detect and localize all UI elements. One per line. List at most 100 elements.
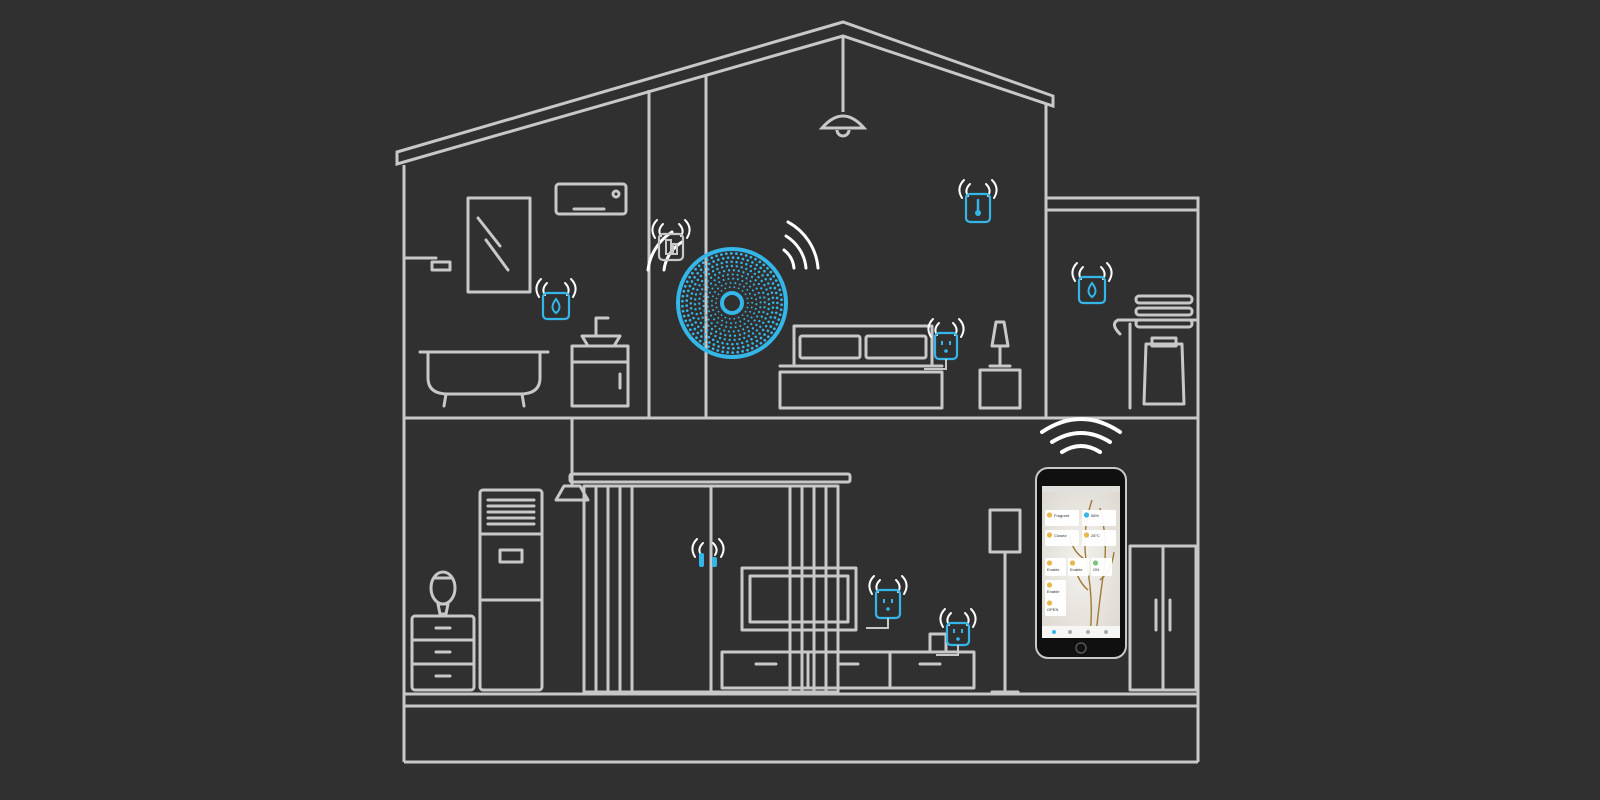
hub-dot xyxy=(749,255,753,259)
hub-dot xyxy=(714,334,717,338)
hub-dot xyxy=(755,323,758,327)
hub-dot xyxy=(747,334,750,338)
hub-dot xyxy=(755,303,758,306)
hub-dot xyxy=(753,319,756,322)
hub-dot xyxy=(759,336,763,340)
hub-dot xyxy=(749,269,752,273)
hub-dot xyxy=(737,287,740,290)
hub-dot xyxy=(743,322,746,325)
hub-dot xyxy=(735,252,738,255)
hub-dot xyxy=(691,332,695,336)
tab-home-icon[interactable] xyxy=(1052,630,1056,634)
smart-plug-icon[interactable] xyxy=(924,318,965,370)
tab-automation-icon[interactable] xyxy=(1068,630,1072,634)
hub-dot xyxy=(707,318,710,321)
refrigerator xyxy=(1128,544,1198,692)
hub-dot xyxy=(758,310,761,314)
phone-device-card[interactable]: OPEN xyxy=(1045,598,1066,616)
water-leak-sensor-icon[interactable] xyxy=(1071,262,1113,305)
hub-dot xyxy=(758,332,761,335)
hub-dot xyxy=(707,335,711,339)
shower-head xyxy=(402,256,452,272)
hub-dot xyxy=(747,319,750,323)
phone-device-card[interactable]: Fragrant xyxy=(1045,510,1079,526)
hub-dot xyxy=(729,326,732,329)
hub-dot xyxy=(746,259,750,262)
hub-dot xyxy=(757,282,760,286)
hub-dot xyxy=(718,281,721,284)
hub-dot xyxy=(740,266,743,269)
door-window-sensor-icon[interactable] xyxy=(691,538,725,567)
plug-icon xyxy=(1092,560,1099,566)
hub-dot xyxy=(720,261,724,265)
hub-dot xyxy=(699,268,703,272)
hub-dot xyxy=(694,267,697,271)
standing-ac xyxy=(478,488,544,692)
phone-device-card[interactable]: ON xyxy=(1091,558,1112,576)
hub-dot xyxy=(698,339,702,343)
phone-device-card[interactable]: Enable xyxy=(1045,558,1066,576)
hub-dot xyxy=(697,317,700,320)
hub-dot xyxy=(688,318,692,322)
hub-dot xyxy=(686,289,690,293)
hub-dot xyxy=(685,309,689,312)
hub-dot xyxy=(696,288,699,291)
hub-dot xyxy=(742,328,745,331)
hub-dot xyxy=(694,293,698,296)
hub-dot xyxy=(738,338,741,341)
hub-dot xyxy=(741,350,744,353)
hub-dot xyxy=(731,256,735,259)
hub-dot xyxy=(733,334,737,337)
hub-dot xyxy=(693,327,697,331)
signal-waves xyxy=(868,575,908,595)
hub-dot xyxy=(727,277,730,280)
hub-dot xyxy=(720,284,723,287)
hub-dot xyxy=(740,341,744,345)
phone-home-button[interactable] xyxy=(1075,642,1087,654)
tab-store-icon[interactable] xyxy=(1086,630,1090,634)
tab-profile-icon[interactable] xyxy=(1104,630,1108,634)
hub-dot xyxy=(759,266,763,270)
hub-dot xyxy=(687,314,690,317)
phone-device-card[interactable]: Closed xyxy=(1045,530,1079,546)
hub-dot xyxy=(763,338,767,342)
hub-dot xyxy=(736,278,739,281)
hub-dot xyxy=(741,279,744,282)
hub-dot xyxy=(703,309,706,312)
temperature-humidity-sensor-icon[interactable] xyxy=(958,179,998,224)
signal-waves xyxy=(691,538,725,558)
hub-dot xyxy=(713,273,717,277)
ceiling-lamp-shade xyxy=(818,114,868,130)
phone-device-card[interactable]: Enable xyxy=(1068,558,1089,576)
hub-dot xyxy=(757,291,760,295)
hub-dot xyxy=(745,340,749,343)
hub-dot xyxy=(721,319,724,322)
phone-device-card[interactable]: 28°C xyxy=(1082,530,1116,546)
hub-dot xyxy=(707,324,710,327)
hub-dot xyxy=(751,327,755,330)
hub-dot xyxy=(762,321,765,324)
hub-dot xyxy=(712,343,716,346)
door-window-sensor-icon[interactable] xyxy=(651,219,691,262)
hub-dot xyxy=(725,325,728,328)
smart-plug-icon[interactable] xyxy=(936,608,977,656)
hub-dot xyxy=(763,296,766,299)
zigbee-hub-icon[interactable] xyxy=(676,247,788,359)
phone-device-card[interactable]: 58% xyxy=(1082,510,1116,526)
hub-dot xyxy=(715,254,718,258)
hub-dot xyxy=(733,317,736,320)
smart-plug-icon[interactable] xyxy=(866,575,908,629)
phone-device-card[interactable]: Enable xyxy=(1045,580,1066,598)
hub-dot xyxy=(757,276,760,279)
hub-dot xyxy=(709,282,713,285)
hub-dot xyxy=(688,328,692,332)
hub-dot xyxy=(704,320,707,324)
water-leak-sensor-icon[interactable] xyxy=(535,278,577,321)
hub-dot xyxy=(780,298,783,302)
hub-dot xyxy=(732,330,735,333)
hub-dot xyxy=(751,342,754,345)
hub-dot xyxy=(700,335,703,338)
hub-dot xyxy=(698,284,701,287)
